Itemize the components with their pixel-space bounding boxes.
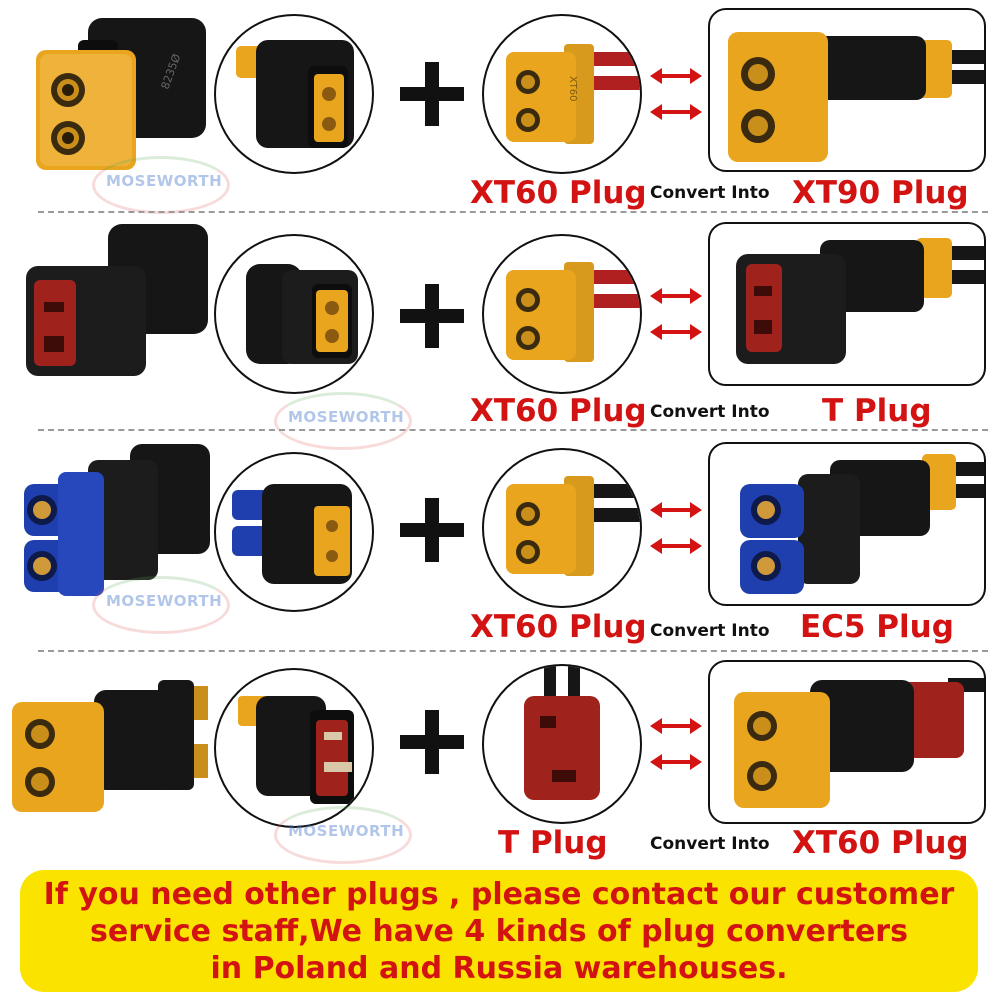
- row-divider: [38, 650, 988, 652]
- ec5-adapter-closeup: [214, 452, 374, 612]
- double-arrow-icons: [650, 500, 702, 556]
- convert-into-text: Convert Into: [650, 183, 770, 203]
- banner-line-1: If you need other plugs , please contact…: [43, 877, 955, 912]
- xt90-adapter-closeup: [214, 14, 374, 174]
- row-divider: [38, 211, 988, 213]
- source-plug-photo: [482, 664, 642, 824]
- xt90-adapter-photo: 8235Ø: [18, 10, 208, 170]
- convert-into-text: Convert Into: [650, 834, 770, 854]
- banner-line-3: in Poland and Russia warehouses.: [210, 951, 788, 986]
- watermark: MOSEWORTH: [273, 806, 413, 864]
- xt60-adapter-closeup: [214, 668, 374, 828]
- converter-row-t: MOSEWORTH XT60 Plug Convert Into T Plug: [0, 218, 1000, 450]
- t-adapter-closeup: [214, 234, 374, 394]
- xt60-adapter-photo: [8, 674, 212, 824]
- converter-row-xt90: 8235Ø XT60: [0, 0, 1000, 218]
- plus-icon: [400, 62, 464, 126]
- convert-into-text: Convert Into: [650, 621, 770, 641]
- double-arrow-icons: [650, 286, 702, 342]
- banner-line-2: service staff,We have 4 kinds of plug co…: [90, 914, 908, 949]
- t-adapter-photo: [18, 220, 210, 380]
- converter-row-ec5: MOSEWORTH XT60 Plug Convert Into EC5 Plu…: [0, 436, 1000, 654]
- source-plug-label: XT60 Plug: [470, 175, 647, 211]
- converter-row-xt60: MOSEWORTH T Plug Convert Into XT60 Plug: [0, 654, 1000, 872]
- result-adapter-photo: [708, 222, 986, 386]
- row-divider: [38, 429, 988, 431]
- target-plug-label: T Plug: [822, 393, 932, 429]
- source-plug-label: XT60 Plug: [470, 609, 647, 645]
- source-plug-label: XT60 Plug: [470, 393, 647, 429]
- result-adapter-photo: [708, 660, 986, 824]
- svg-text:XT60: XT60: [567, 76, 578, 102]
- source-plug-photo: [482, 234, 642, 394]
- watermark: MOSEWORTH: [91, 576, 231, 634]
- target-plug-label: XT60 Plug: [792, 825, 969, 861]
- target-plug-label: XT90 Plug: [792, 175, 969, 211]
- source-plug-label: T Plug: [498, 825, 608, 861]
- result-adapter-photo: [708, 8, 986, 172]
- source-plug-photo: [482, 448, 642, 608]
- plus-icon: [400, 284, 464, 348]
- contact-banner: If you need other plugs , please contact…: [20, 870, 978, 992]
- plus-icon: [400, 710, 464, 774]
- double-arrow-icons: [650, 716, 702, 772]
- plus-icon: [400, 498, 464, 562]
- watermark: MOSEWORTH: [273, 392, 413, 450]
- target-plug-label: EC5 Plug: [800, 609, 954, 645]
- convert-into-text: Convert Into: [650, 402, 770, 422]
- ec5-adapter-photo: [18, 438, 210, 600]
- double-arrow-icons: [650, 66, 702, 122]
- watermark: MOSEWORTH: [91, 156, 231, 214]
- source-plug-photo: XT60: [482, 14, 642, 174]
- result-adapter-photo: [708, 442, 986, 606]
